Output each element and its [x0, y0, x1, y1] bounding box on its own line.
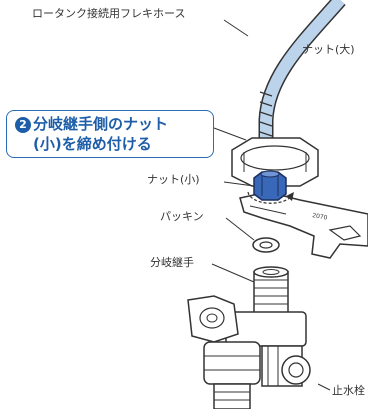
tighten-arrow	[247, 191, 294, 204]
leader-nut-small	[223, 181, 255, 187]
leader-callout	[213, 127, 247, 141]
wrench: 2070	[239, 191, 368, 259]
branch-joint-label: 分岐継手	[150, 256, 194, 269]
large-nut	[231, 137, 319, 187]
hose-label: ロータンク接続用フレキホース	[32, 7, 186, 20]
leader-packing	[225, 217, 255, 241]
nut-small-label: ナット(小)	[147, 173, 200, 186]
stop-valve-label: 止水栓	[332, 384, 365, 397]
packing-label: パッキン	[160, 210, 204, 223]
leader-lines	[211, 19, 331, 391]
small-nut	[253, 170, 287, 201]
leader-branch-joint	[211, 263, 255, 283]
callout-line-2: (小)を締め付ける	[33, 135, 152, 153]
leader-hose	[223, 19, 249, 37]
stop-valve-handle	[187, 295, 239, 343]
packing-washer	[252, 237, 280, 253]
branch-joint	[225, 266, 311, 387]
stop-valve-body	[203, 341, 261, 409]
nut-large-label: ナット(大)	[302, 43, 355, 56]
wrench-marking: 2070	[312, 212, 328, 222]
leader-stop-valve	[317, 383, 331, 391]
callout-line-1-text: 分岐継手側のナット	[33, 115, 169, 133]
step-badge: 2	[15, 117, 31, 133]
